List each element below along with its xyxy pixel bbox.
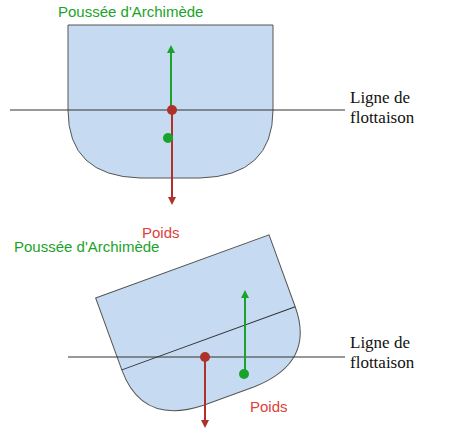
waterline [10,110,345,111]
buoyancy-arrow [244,294,246,374]
center-of-gravity [167,105,177,115]
buoyancy-arrow [170,49,172,112]
waterline-label: Ligne de flottaison [350,333,450,372]
center-of-buoyancy [163,133,173,143]
force-label: Poids [250,398,288,415]
center-of-gravity [200,352,210,362]
force-label: Poussée d'Archimède [14,238,159,255]
weight-arrow [204,357,206,424]
hull-upright [68,25,273,178]
waterline-label: Ligne de flottaison [350,88,450,127]
force-label: Poussée d'Archimède [58,3,203,20]
center-of-buoyancy [239,369,249,379]
weight-arrow [171,110,173,201]
hull-heeled [96,235,316,427]
